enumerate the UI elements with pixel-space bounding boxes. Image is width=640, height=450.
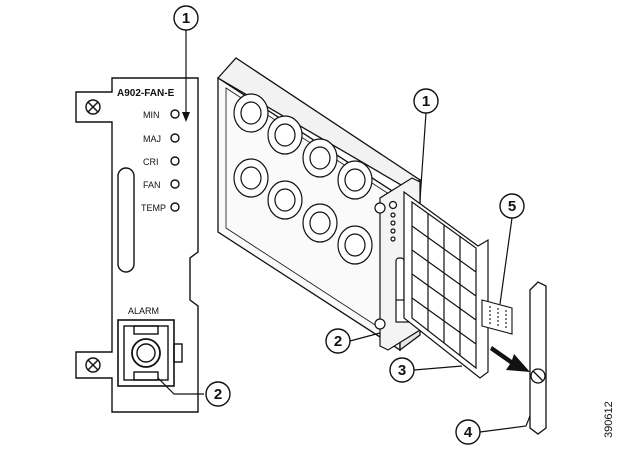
fan <box>337 225 373 265</box>
figure-id: 390612 <box>603 401 615 438</box>
fan <box>302 138 338 178</box>
fan <box>267 180 303 220</box>
callout-right-5: 5 <box>499 193 525 305</box>
front-panel <box>75 77 199 413</box>
panel-handle-slot <box>117 167 135 273</box>
callout-right-2: 2 <box>325 328 381 354</box>
led-label-min: MIN <box>143 110 160 120</box>
alarm-label: ALARM <box>128 306 159 316</box>
callout-right-3: 3 <box>389 357 463 383</box>
callout-left-1: 1 <box>173 5 199 122</box>
fan <box>337 160 373 200</box>
panel-screw-top <box>85 99 101 115</box>
fan <box>233 93 269 133</box>
removal-arrow <box>490 346 530 372</box>
callout-left-2: 2 <box>157 377 231 407</box>
air-filter <box>403 190 489 379</box>
fan <box>267 115 303 155</box>
led-label-fan: FAN <box>143 180 161 190</box>
svg-text:3: 3 <box>398 362 406 379</box>
alarm-port <box>117 319 183 387</box>
filter-pull-tab <box>481 299 513 335</box>
led-indicators <box>170 109 180 212</box>
svg-text:5: 5 <box>508 198 516 215</box>
led-label-maj: MAJ <box>143 134 161 144</box>
svg-text:4: 4 <box>464 424 473 441</box>
svg-text:1: 1 <box>422 93 430 110</box>
callout-right-1: 1 <box>413 88 439 201</box>
retaining-bracket <box>529 281 547 435</box>
fan <box>302 203 338 243</box>
fan-array <box>233 93 373 265</box>
svg-text:2: 2 <box>334 333 342 350</box>
panel-title: A902-FAN-E <box>117 88 175 99</box>
led-label-temp: TEMP <box>141 203 166 213</box>
fan <box>233 158 269 198</box>
callout-right-4: 4 <box>455 415 531 445</box>
panel-screw-bottom <box>85 357 101 373</box>
svg-text:2: 2 <box>214 386 222 403</box>
svg-text:1: 1 <box>182 10 190 27</box>
led-label-cri: CRI <box>143 157 159 167</box>
